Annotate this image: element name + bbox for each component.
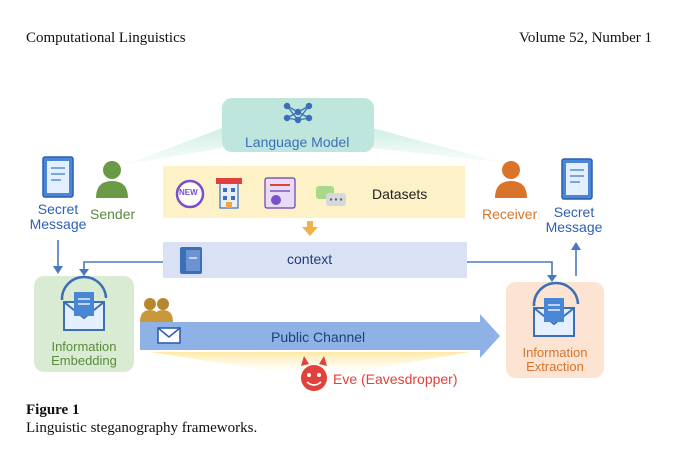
language-model-label: Language Model [245, 134, 350, 150]
secret-to-embedding-arrow [53, 240, 63, 274]
new-badge-label: NEW [179, 188, 198, 197]
information-embedding-label: Information Embedding [51, 339, 117, 368]
eve-label: Eve (Eavesdropper) [333, 371, 458, 387]
book-icon [180, 247, 202, 274]
mail-envelope-icon [157, 327, 181, 344]
datasets-box [163, 166, 465, 218]
lm-beam-right [372, 128, 500, 162]
datasets-to-context-arrow [302, 221, 318, 236]
figure-caption: Linguistic steganography frameworks. [26, 420, 258, 436]
journal-name: Computational Linguistics [26, 30, 186, 46]
chat-icon [316, 186, 346, 206]
group-users-icon [140, 298, 173, 322]
secret-document-right-icon [561, 158, 593, 200]
secret-document-left-icon [42, 156, 74, 198]
secret-message-left-label: Secret Message [29, 201, 87, 232]
embedding-envelope-icon [60, 275, 108, 331]
information-extraction-label: Information Extraction [522, 345, 588, 374]
secret-message-right-label: Secret Message [545, 204, 603, 235]
newspaper-icon [264, 177, 296, 209]
extraction-to-secret-arrow [571, 242, 581, 276]
extraction-envelope-icon [532, 281, 580, 337]
figure-graphic [34, 98, 604, 391]
context-label: context [287, 251, 333, 267]
receiver-label: Receiver [482, 206, 538, 222]
public-channel-arrow [140, 314, 500, 358]
public-channel-label: Public Channel [271, 329, 366, 345]
context-to-extraction-arrow [467, 261, 557, 282]
steganography-figure: Language Model NEW Datasets context Send… [0, 90, 680, 400]
building-icon [216, 178, 242, 209]
sender-label: Sender [90, 206, 136, 222]
lm-beam-left [128, 128, 222, 164]
datasets-label: Datasets [372, 186, 428, 202]
language-model-box [222, 98, 374, 152]
journal-volume: Volume 52, Number 1 [518, 30, 652, 46]
context-box [163, 242, 467, 278]
figure-number: Figure 1 [26, 402, 80, 418]
new-badge-icon [175, 179, 205, 209]
neural-network-icon [283, 102, 313, 124]
eve-surveillance-fan [150, 352, 470, 378]
sender-person-icon [96, 161, 128, 198]
eve-devil-icon [301, 356, 327, 391]
context-to-embedding-arrow [79, 261, 163, 276]
receiver-person-icon [495, 161, 527, 198]
